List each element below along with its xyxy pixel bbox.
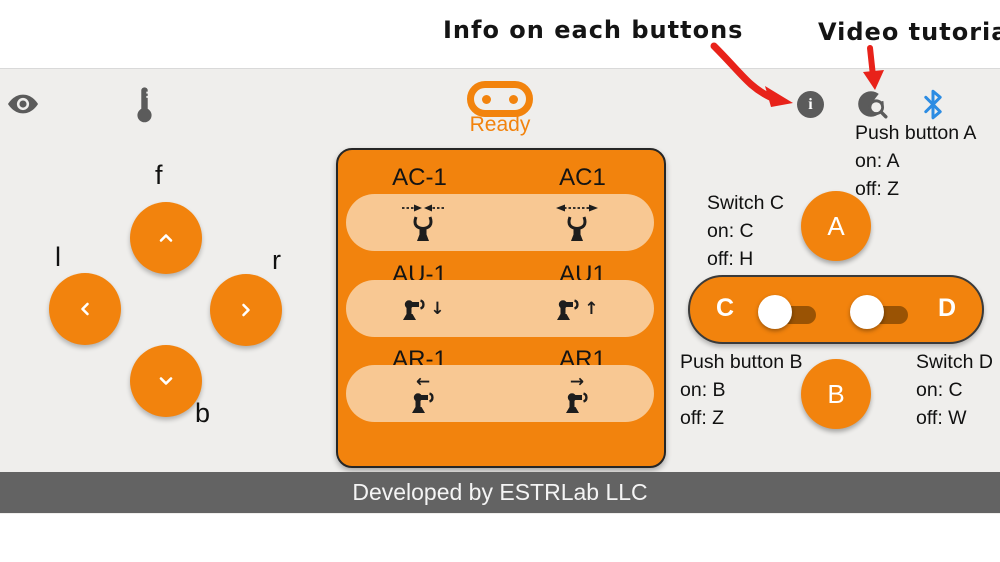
push-button-a-off: off: Z <box>855 178 900 200</box>
dpad-left-label: l <box>55 242 61 272</box>
push-button-b[interactable]: B <box>801 359 871 429</box>
logo-right-eye <box>509 94 518 104</box>
arm-up-button[interactable]: ↑ <box>500 280 654 337</box>
switch-c-info: Switch C on: C off: H <box>707 189 784 273</box>
switch-d-info: Switch D on: C off: W <box>916 348 993 432</box>
switch-c-letter: C <box>716 294 735 322</box>
switch-c-title: Switch C <box>707 192 784 214</box>
gripper-claw-icon <box>413 216 433 241</box>
left-arrow-icon: ← <box>415 371 431 392</box>
switch-d-toggle[interactable] <box>844 286 950 338</box>
robot-logo-icon <box>467 81 533 117</box>
converge-arrows-icon <box>402 204 444 212</box>
footer-bar: Developed by ESTRLab LLC <box>0 472 1000 513</box>
logo-left-eye <box>482 94 491 104</box>
push-button-b-info: Push button B on: B off: Z <box>680 348 803 432</box>
gripper-close-button[interactable] <box>346 194 500 251</box>
gripper-button-row <box>346 194 654 251</box>
switch-d-off: off: W <box>916 407 967 429</box>
switch-c-on: on: C <box>707 220 754 242</box>
footer-text: Developed by ESTRLab LLC <box>352 479 648 505</box>
right-arrow-icon: → <box>569 371 585 392</box>
connection-status: Ready <box>469 113 531 136</box>
chevron-right-icon <box>242 303 250 317</box>
chevron-left-icon <box>81 302 89 316</box>
diverge-arrows-icon <box>556 204 598 212</box>
robot-arm-icon <box>557 298 579 320</box>
arm-rotate-button-row: ← → <box>346 365 654 422</box>
eye-icon[interactable] <box>8 93 38 115</box>
gripper-claw-icon <box>567 216 587 241</box>
annotation-video-tutorial: Video tutorial <box>818 18 1000 46</box>
dpad-left-button[interactable] <box>49 273 121 345</box>
panel-row-labels: AC-1 AC1 <box>338 164 664 192</box>
push-button-a-title: Push button A <box>855 122 977 144</box>
ac-minus-label: AC-1 <box>392 164 447 191</box>
push-button-a-on: on: A <box>855 150 900 172</box>
info-glyph: i <box>808 95 813 113</box>
switch-c-thumb[interactable] <box>758 295 792 329</box>
dpad-up-button[interactable] <box>130 202 202 274</box>
annotation-info-on-buttons: Info on each buttons <box>443 16 744 44</box>
switch-c-toggle[interactable] <box>752 286 858 338</box>
dpad-back-label: b <box>195 398 211 428</box>
dpad-right-button[interactable] <box>210 274 282 346</box>
switch-d-letter: D <box>937 294 956 322</box>
up-arrow-icon: ↑ <box>584 298 599 319</box>
switch-d-on: on: C <box>916 379 963 401</box>
dpad-right-label: r <box>272 245 281 275</box>
switch-d-title: Switch D <box>916 351 993 373</box>
ac-plus-label: AC1 <box>559 164 606 191</box>
arm-updown-button-row: ↓ ↑ <box>346 280 654 337</box>
push-button-b-on: on: B <box>680 379 726 401</box>
switch-c-off: off: H <box>707 248 754 270</box>
switch-d-thumb[interactable] <box>850 295 884 329</box>
chevron-up-icon <box>159 234 173 242</box>
video-tutorial-button[interactable] <box>855 87 889 121</box>
push-button-b-letter: B <box>827 378 845 409</box>
push-button-a-letter: A <box>827 210 845 241</box>
thermometer-icon[interactable] <box>136 85 152 123</box>
robot-arm-icon <box>412 391 434 413</box>
arm-down-button[interactable]: ↓ <box>346 280 500 337</box>
robot-arm-icon <box>566 391 588 413</box>
arm-rotate-right-button[interactable]: → <box>500 365 654 422</box>
switch-panel: C D <box>688 275 984 344</box>
push-button-b-off: off: Z <box>680 407 725 429</box>
push-button-a-info: Push button A on: A off: Z <box>855 119 976 203</box>
dpad-forward-label: f <box>155 160 163 190</box>
push-button-a[interactable]: A <box>801 191 871 261</box>
bluetooth-icon[interactable] <box>921 88 945 120</box>
info-button[interactable]: i <box>797 91 824 118</box>
down-arrow-icon: ↓ <box>430 298 445 319</box>
arm-control-panel: AC-1 AC1 <box>336 148 666 468</box>
robot-arm-icon <box>403 298 425 320</box>
dpad-down-button[interactable] <box>130 345 202 417</box>
gripper-open-button[interactable] <box>500 194 654 251</box>
chevron-down-icon <box>159 377 173 385</box>
push-button-b-title: Push button B <box>680 351 803 373</box>
arm-rotate-left-button[interactable]: ← <box>346 365 500 422</box>
